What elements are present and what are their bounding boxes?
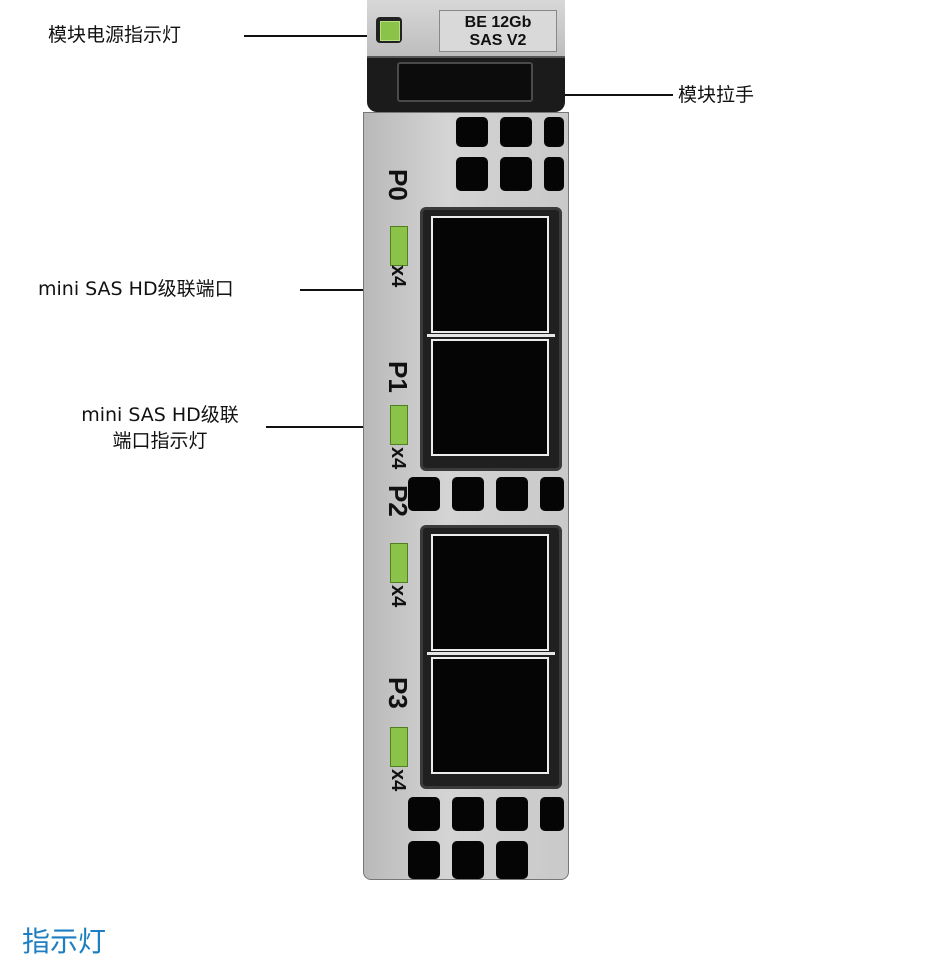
cage-divider [427, 652, 555, 655]
vent-hole [496, 797, 528, 831]
port-label-p3: P3 [383, 677, 413, 709]
port-width-p3: x4 [387, 769, 409, 792]
vent-hole [496, 477, 528, 511]
vent-hole [544, 117, 564, 147]
port-led-p3 [390, 727, 408, 767]
power-led [376, 17, 402, 43]
port-cage-upper [420, 207, 562, 471]
vent-hole [544, 157, 564, 191]
vent-hole [408, 797, 440, 831]
mini-sas-hd-port-p2[interactable] [431, 534, 549, 651]
vent-hole [452, 797, 484, 831]
mini-sas-hd-port-p3[interactable] [431, 657, 549, 774]
module-handle: BE 12Gb SAS V2 [367, 0, 565, 112]
vent-hole [500, 157, 532, 191]
port-led-callout-line1: mini SAS HD级联 [81, 404, 239, 426]
cage-divider [427, 334, 555, 337]
handle-top-plate: BE 12Gb SAS V2 [367, 0, 565, 58]
handle-grip [397, 62, 533, 102]
port-led-p1 [390, 405, 408, 445]
vent-hole [408, 477, 440, 511]
port-led-leader-line [266, 426, 394, 428]
vent-hole [456, 157, 488, 191]
handle-leader-line [548, 94, 673, 96]
port-label-p1: P1 [383, 361, 413, 393]
mini-sas-hd-port-p1[interactable] [431, 339, 549, 456]
model-label: BE 12Gb SAS V2 [439, 10, 557, 52]
vent-hole [500, 117, 532, 147]
cascade-port-callout: mini SAS HD级联端口 [38, 278, 234, 300]
interface-module: BE 12Gb SAS V2 [355, 0, 575, 882]
model-line1: BE 12Gb [464, 14, 532, 31]
vent-hole [496, 841, 528, 879]
vent-hole [452, 841, 484, 879]
power-led-light [380, 21, 400, 41]
port-led-p0 [390, 226, 408, 266]
port-width-p1: x4 [387, 447, 409, 470]
port-width-p0: x4 [387, 265, 409, 288]
section-title: 指示灯 [22, 925, 107, 958]
power-led-leader-line [244, 35, 384, 37]
power-led-callout: 模块电源指示灯 [48, 24, 182, 46]
mini-sas-hd-port-p0[interactable] [431, 216, 549, 333]
vent-hole [408, 841, 440, 879]
vent-hole [456, 117, 488, 147]
port-label-p0: P0 [383, 169, 413, 201]
vent-hole [452, 477, 484, 511]
port-led-callout-line2: 端口指示灯 [112, 430, 208, 452]
vent-hole [540, 797, 564, 831]
port-width-p2: x4 [387, 585, 409, 608]
port-label-p2: P2 [383, 485, 413, 517]
handle-callout: 模块拉手 [678, 84, 755, 106]
model-line2: SAS V2 [469, 32, 527, 49]
module-panel: P0 x4 P1 x4 P2 x4 P3 x4 [363, 112, 569, 880]
port-led-callout: mini SAS HD级联 端口指示灯 [60, 402, 260, 454]
port-cage-lower [420, 525, 562, 789]
vent-hole [540, 477, 564, 511]
port-led-p2 [390, 543, 408, 583]
